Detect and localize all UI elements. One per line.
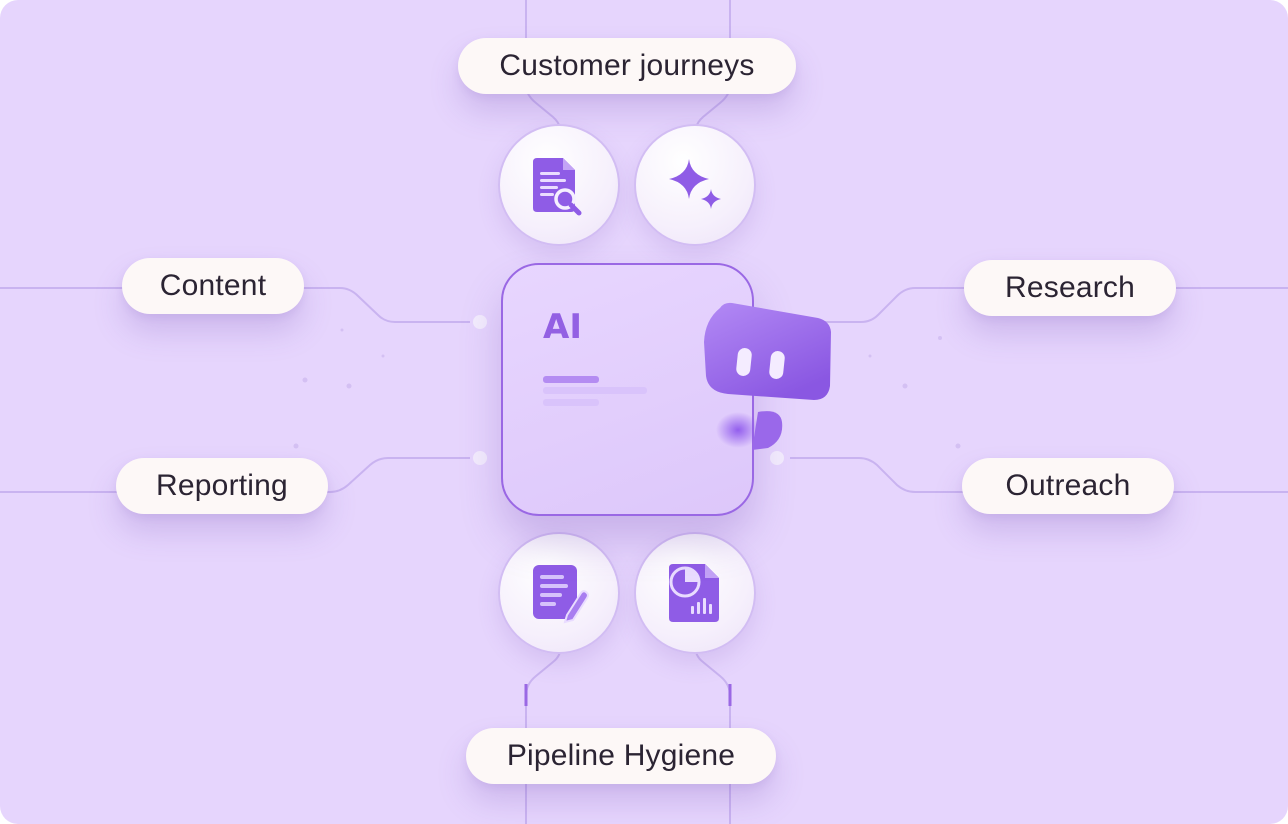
node-content: Content [122,258,304,314]
ai-label: AI [543,307,582,347]
endpoint-dot-right-lower [770,451,784,465]
document-search-icon [533,158,582,216]
robot-icon [704,302,831,450]
icon-circle-document-edit [498,532,620,654]
node-label: Pipeline Hygiene [506,739,736,772]
node-label: Outreach [1005,469,1131,502]
ai-card-line [543,376,599,383]
connector-left-upper [0,287,470,323]
icon-circle-report-chart [634,532,756,654]
endpoint-dot-left-upper [473,315,487,329]
ai-card-line [543,387,647,394]
document-edit-icon [533,565,589,624]
node-outreach: Outreach [962,458,1174,514]
ai-card-line [543,399,599,406]
sparkle-icon [669,159,721,209]
endpoint-dot-left-lower [473,451,487,465]
node-reporting: Reporting [116,458,328,514]
node-pipeline-hygiene: Pipeline Hygiene [466,728,776,784]
node-label: Reporting [156,469,288,502]
connector-right-lower [790,457,1288,493]
connector-left-lower [0,457,470,493]
report-chart-icon [669,564,719,622]
node-label: Customer journeys [499,49,755,82]
icon-circle-document-search [498,124,620,246]
node-label: Content [159,269,267,302]
node-label: Research [1005,271,1135,304]
node-research: Research [964,260,1176,316]
connector-right-upper [790,287,1288,323]
node-customer-journeys: Customer journeys [458,38,796,94]
icon-circle-sparkle [634,124,756,246]
